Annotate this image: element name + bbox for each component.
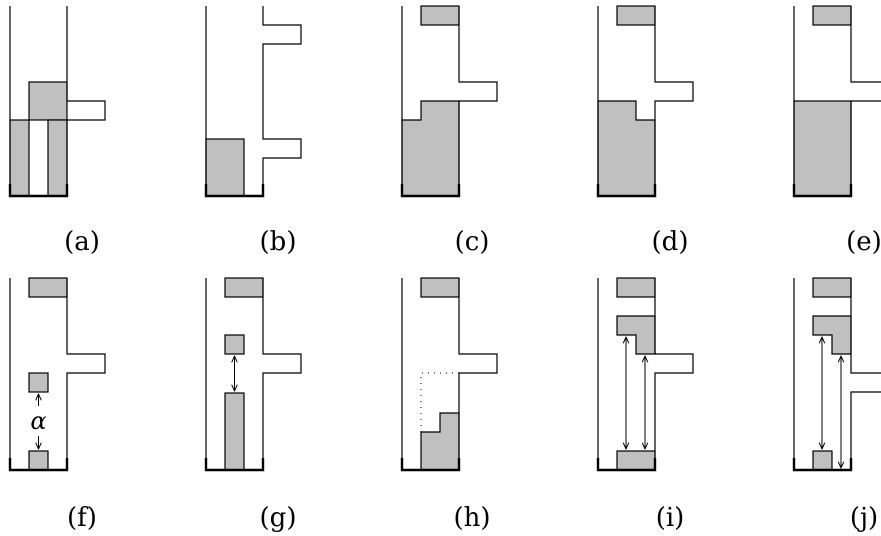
panel-label: (a) (64, 227, 100, 257)
panel-label: (b) (260, 227, 297, 257)
block (420, 5, 460, 26)
panel-h: (h) (400, 277, 498, 533)
block (224, 392, 245, 471)
well-floor (204, 458, 265, 472)
well-floor (596, 184, 657, 198)
panel-g: (g) (204, 277, 302, 533)
well-wall-right (850, 6, 881, 196)
well-floor (596, 458, 657, 472)
block (616, 277, 656, 298)
well-wall-right (262, 278, 302, 470)
block (28, 277, 68, 298)
panel-label: (g) (260, 503, 297, 533)
panel-j: (j) (792, 277, 881, 533)
well-wall-right (66, 278, 106, 470)
block (812, 315, 852, 355)
panel-i: (i) (596, 277, 694, 533)
panel-label: (h) (453, 503, 490, 533)
block (616, 315, 656, 355)
well-floor (8, 184, 69, 198)
well-floor (400, 184, 461, 198)
well-wall-right (458, 6, 498, 196)
panel-e: (e) (792, 5, 881, 257)
block (420, 412, 460, 471)
well-wall-right (654, 6, 694, 196)
block (616, 450, 656, 471)
well-wall-right (262, 6, 302, 196)
block (597, 100, 656, 197)
well-wall-right (458, 278, 498, 470)
block (28, 372, 49, 393)
block (793, 100, 852, 197)
panel-label: (c) (455, 227, 490, 257)
well-floor (792, 184, 853, 198)
alpha-annotation: α (30, 407, 46, 435)
block (224, 334, 245, 355)
well-wall-right (850, 278, 881, 470)
well-floor (792, 458, 853, 472)
panel-label: (e) (846, 227, 881, 257)
block (812, 450, 833, 471)
panel-c: (c) (400, 5, 498, 257)
block (420, 277, 460, 298)
well-floor (400, 458, 461, 472)
block (205, 138, 245, 197)
panel-b: (b) (204, 6, 302, 257)
panel-label: (d) (652, 227, 689, 257)
block (28, 81, 68, 121)
well-floor (204, 184, 265, 198)
block (616, 5, 656, 26)
block (401, 100, 460, 197)
block (28, 450, 49, 471)
panel-d: (d) (596, 5, 694, 257)
block (812, 5, 852, 26)
block (9, 119, 30, 197)
block (47, 119, 68, 197)
panel-a: (a) (8, 6, 106, 257)
panel-label: (i) (656, 503, 685, 533)
panel-label: (j) (850, 503, 878, 533)
block (812, 277, 852, 298)
panel-label: (f) (67, 503, 97, 533)
panel-f: α (f) (8, 277, 106, 533)
ghost-outline (420, 372, 460, 432)
well-wall-right (66, 6, 106, 196)
block (224, 277, 264, 298)
well-wall-right (654, 278, 694, 470)
well-floor (8, 458, 69, 472)
